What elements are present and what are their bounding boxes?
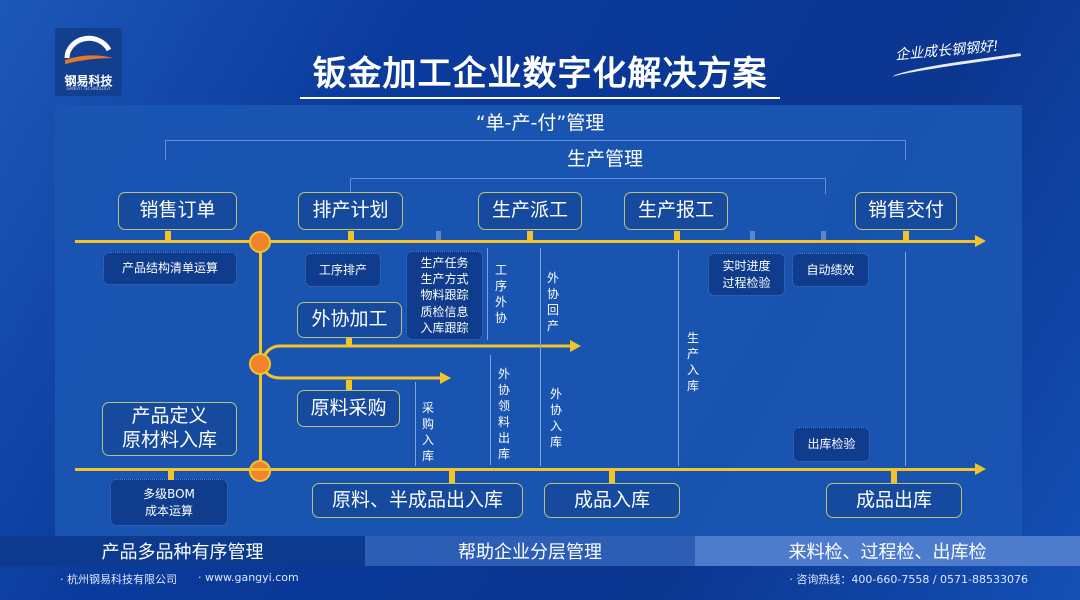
- finished-goods-out[interactable]: 成品出库: [826, 483, 962, 518]
- flow-label-purchase-in: 采购入库: [421, 401, 434, 463]
- flow-line: [487, 248, 488, 340]
- bom-calc-box: 产品结构清单运算: [103, 252, 237, 285]
- band-product-management: 产品多品种有序管理: [0, 536, 365, 566]
- stage-sales-order[interactable]: 销售订单: [118, 192, 237, 230]
- logo-subtitle: GANGYI TECHNOLOGY: [66, 86, 111, 91]
- flow-label-production-in: 生产入库: [686, 331, 699, 393]
- bracket-tick: [825, 178, 826, 194]
- footer-website[interactable]: · www.gangyi.com: [198, 571, 299, 584]
- band-layered-management: 帮助企业分层管理: [365, 536, 695, 566]
- flow-line: [540, 248, 541, 466]
- detail-line: 成本运算: [144, 503, 193, 518]
- flow-line: [905, 252, 906, 466]
- connector: [674, 231, 680, 240]
- stage-delivery[interactable]: 销售交付: [855, 192, 957, 230]
- connector: [449, 471, 455, 483]
- arrow-right-icon: [570, 340, 581, 352]
- stage-dispatch[interactable]: 生产派工: [478, 192, 582, 230]
- sub-bracket-line: [350, 178, 825, 179]
- detail-line: 生产方式: [420, 272, 469, 287]
- sub-bracket-label: 生产管理: [566, 148, 643, 170]
- process-schedule-box: 工序排产: [305, 253, 381, 287]
- connector: [903, 231, 909, 240]
- detail-line: 过程检验: [722, 275, 771, 290]
- flow-label-process-outsource: 工序外协: [494, 263, 507, 325]
- node-dot: [249, 460, 271, 482]
- top-bracket-line: [165, 140, 905, 141]
- faded-connector: [436, 231, 441, 240]
- outsourcing-box[interactable]: 外协加工: [297, 302, 402, 338]
- outbound-check-box: 出库检验: [793, 427, 870, 462]
- bracket-tick: [165, 140, 166, 160]
- bracket-tick: [350, 178, 351, 194]
- logo-arc-icon: [64, 35, 113, 64]
- connector: [346, 338, 352, 346]
- stage-scheduling[interactable]: 排产计划: [298, 192, 403, 230]
- flow-line: [415, 382, 416, 466]
- arrow-right-icon: [440, 372, 451, 384]
- performance-box: 自动绩效: [792, 253, 869, 287]
- flow-label-outsource-return: 外协回产: [546, 271, 559, 333]
- dispatch-details-box: 生产任务 生产方式 物料跟踪 质检信息 入库跟踪: [406, 251, 483, 340]
- flow-line: [678, 250, 679, 466]
- page-title: 钣金加工企业数字化解决方案: [300, 46, 780, 99]
- product-definition-box[interactable]: 产品定义 原材料入库: [102, 402, 237, 456]
- node-dot: [249, 231, 271, 253]
- box-line: 产品定义: [131, 405, 208, 428]
- bracket-tick: [905, 140, 906, 160]
- connector: [609, 471, 615, 483]
- connector: [348, 231, 354, 240]
- branch-lines: [259, 344, 570, 380]
- detail-line: 多级BOM: [143, 487, 195, 502]
- flow-label-outsource-pick: 外协领料出库: [497, 367, 510, 461]
- top-bracket-label: “单-产-付”管理: [475, 112, 605, 134]
- report-details-box: 实时进度 过程检验: [708, 253, 785, 296]
- box-line: 原材料入库: [121, 429, 217, 451]
- node-dot: [249, 353, 271, 375]
- connector: [527, 231, 533, 240]
- finished-goods-in[interactable]: 成品入库: [544, 483, 680, 518]
- connector: [168, 471, 174, 480]
- stage-report[interactable]: 生产报工: [624, 192, 728, 230]
- raw-material-warehouse[interactable]: 原料、半成品出入库: [312, 483, 523, 518]
- detail-line: 物料跟踪: [420, 288, 469, 303]
- bottom-timeline: [75, 468, 975, 471]
- detail-line: 生产任务: [420, 256, 469, 271]
- arrow-right-icon: [975, 235, 986, 247]
- connector: [346, 380, 352, 390]
- detail-line: 入库跟踪: [420, 320, 469, 335]
- flow-line: [490, 355, 491, 465]
- detail-line: 实时进度: [722, 259, 771, 274]
- footer-hotline: · 咨询热线：400-660-7558 / 0571-88533076: [789, 573, 1028, 586]
- diagram-panel: [55, 105, 1022, 537]
- bom-cost-box: 多级BOM 成本运算: [110, 479, 228, 526]
- connector: [165, 231, 171, 240]
- company-logo: 钢易科技 GANGYI TECHNOLOGY: [55, 28, 122, 96]
- faded-connector: [821, 231, 826, 240]
- logo-name: 钢易科技: [64, 74, 113, 88]
- flow-label-outsource-in: 外协入库: [549, 387, 562, 449]
- purchasing-box[interactable]: 原料采购: [297, 390, 400, 427]
- band-quality-checks: 来料检、过程检、出库检: [695, 536, 1080, 566]
- detail-line: 质检信息: [420, 304, 469, 319]
- top-timeline: [75, 240, 975, 243]
- connector: [891, 471, 897, 483]
- faded-connector: [750, 231, 755, 240]
- arrow-right-icon: [975, 463, 986, 475]
- footer-company: · 杭州钢易科技有限公司: [60, 573, 177, 586]
